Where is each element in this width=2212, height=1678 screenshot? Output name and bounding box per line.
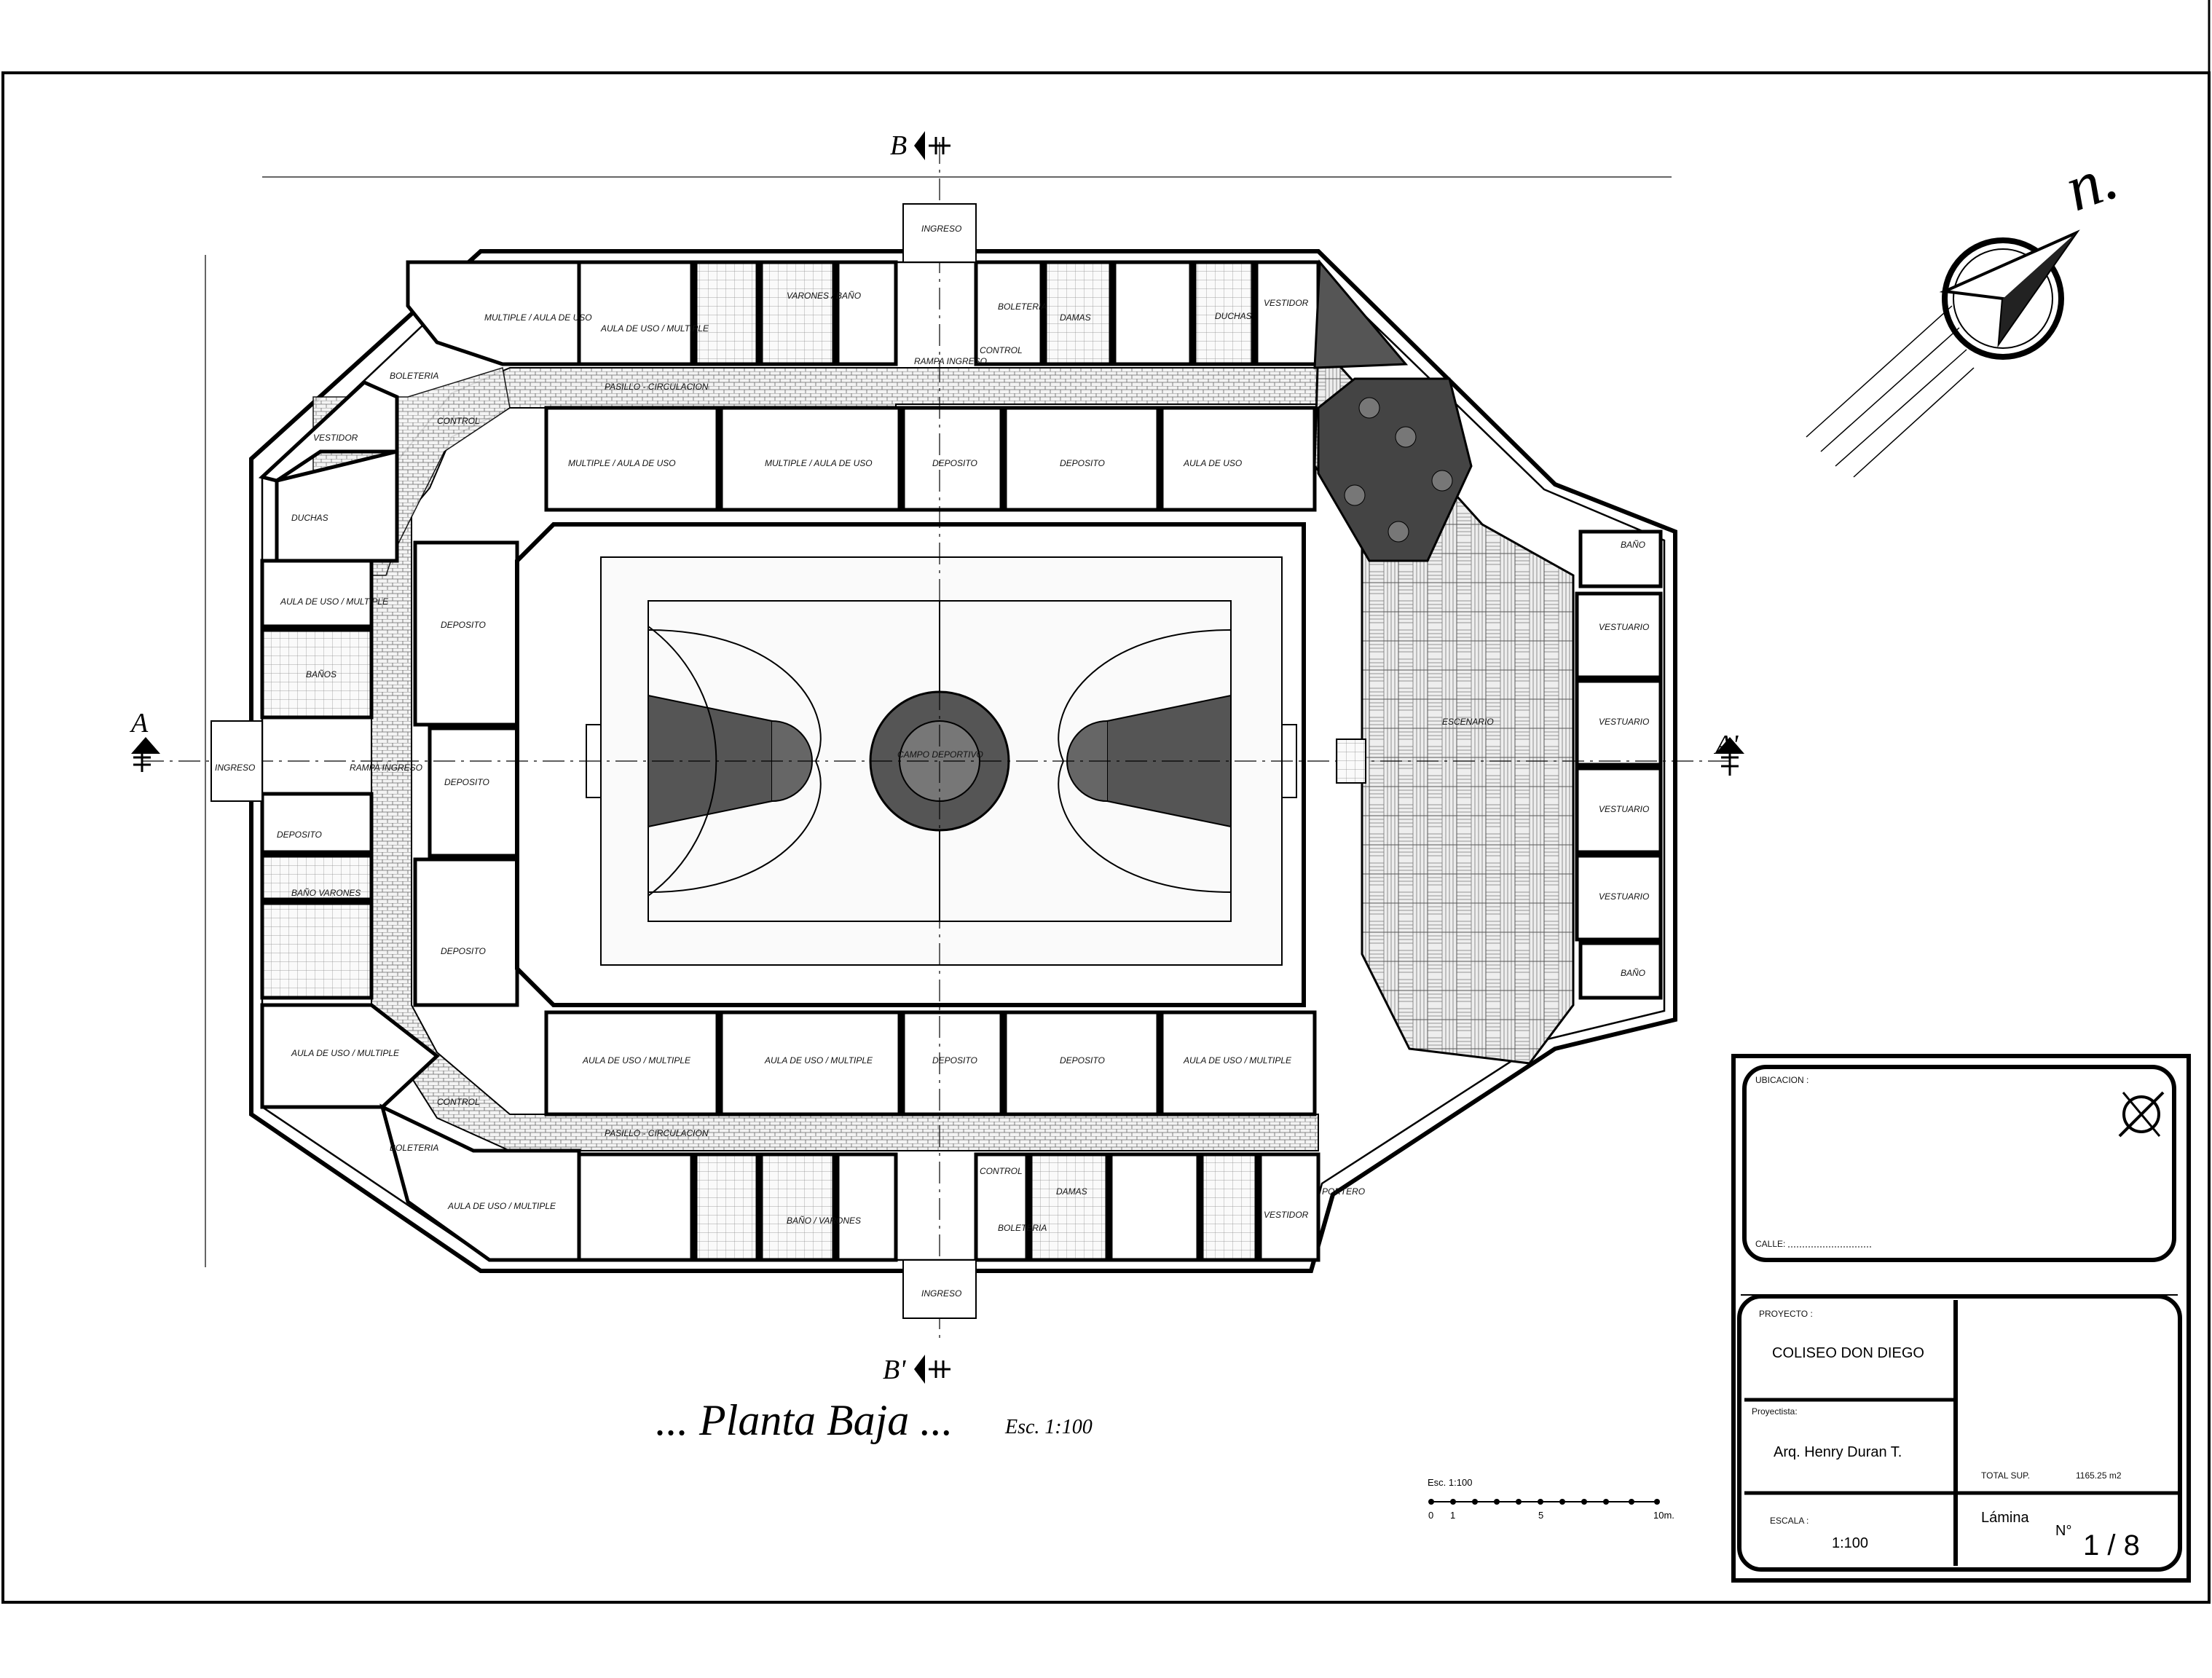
room-bano-e1: BAÑO [1621, 540, 1645, 550]
room-deposito-s1: DEPOSITO [932, 1055, 977, 1066]
entrance-blocks [210, 203, 1366, 1319]
room-portero: PORTERO [1322, 1186, 1365, 1197]
room-vestuario-1: VESTUARIO [1599, 622, 1649, 632]
room-duchas-w: DUCHAS [291, 513, 328, 523]
lamina-value: 1 / 8 [2083, 1529, 2140, 1561]
total-sup-value: 1165.25 m2 [2076, 1470, 2122, 1481]
room-ingreso-w: INGRESO [215, 763, 255, 773]
numero-label: N° [2055, 1523, 2071, 1539]
title-block: UBICACION : CALLE: PROYECTO : COLISEO DO… [1731, 1054, 2191, 1583]
proyectista-value: Arq. Henry Duran T. [1774, 1444, 1902, 1460]
scale-tick-1: 1 [1450, 1510, 1455, 1521]
room-bano-e2: BAÑO [1621, 968, 1645, 978]
room-damas-s: DAMAS [1056, 1186, 1087, 1197]
title-block-north-icon [2118, 1091, 2165, 1138]
proyecto-label: PROYECTO : [1759, 1309, 1813, 1319]
room-vestidor-ne: VESTIDOR [1264, 298, 1309, 308]
section-marker-a-prime [1715, 737, 1744, 776]
sports-court [515, 522, 1306, 1007]
corridor-label-n: PASILLO - CIRCULACION [605, 382, 709, 392]
room-aula-s3: AULA DE USO / MULTIPLE [1183, 1055, 1292, 1066]
total-sup-label: TOTAL SUP. [1981, 1470, 2030, 1481]
room-vestuario-2: VESTUARIO [1599, 717, 1649, 727]
section-lines [142, 142, 1730, 1340]
room-banos-s: BAÑO / VARONES [787, 1216, 861, 1226]
scale-tick-5: 5 [1538, 1510, 1543, 1521]
room-aula-s1: AULA DE USO / MULTIPLE [582, 1055, 691, 1066]
room-damas-n: DAMAS [1060, 312, 1091, 323]
sheet-border [1, 71, 2211, 1604]
room-deposito-w1: DEPOSITO [441, 620, 486, 630]
room-deposito-n1: DEPOSITO [932, 458, 977, 468]
ubicacion-label: UBICACION : [1755, 1075, 1808, 1085]
proyectista-label: Proyectista: [1752, 1406, 1798, 1417]
room-boleteria-nw: BOLETERIA [390, 371, 438, 381]
room-aula-w: AULA DE USO / MULTIPLE [280, 596, 389, 607]
court-label: CAMPO DEPORTIVO [897, 749, 983, 760]
room-deposito-w2: DEPOSITO [444, 777, 489, 787]
room-control-sw: CONTROL [437, 1097, 480, 1107]
room-aula-sw: AULA DE USO / MULTIPLE [291, 1048, 400, 1058]
scale-tick-0: 0 [1428, 1510, 1433, 1521]
room-control-n: CONTROL [980, 345, 1023, 355]
room-deposito-n2: DEPOSITO [1060, 458, 1105, 468]
section-label-b: B [890, 130, 907, 161]
room-ingreso-n: INGRESO [921, 224, 961, 234]
calle-label: CALLE: [1755, 1239, 1785, 1249]
garden-planter [1313, 259, 1473, 562]
room-deposito-w4: DEPOSITO [441, 946, 486, 956]
room-control-s: CONTROL [980, 1166, 1023, 1176]
room-vestidor-nw: VESTIDOR [313, 433, 358, 443]
room-duchas-ne: DUCHAS [1215, 311, 1252, 321]
section-marker-a [131, 737, 160, 772]
room-labels: MULTIPLE / AULA DE USO AULA DE USO / MUL… [215, 224, 1649, 1299]
room-ingreso-s: INGRESO [921, 1288, 961, 1299]
north-label: n. [2056, 141, 2127, 225]
room-aula-s2: AULA DE USO / MULTIPLE [764, 1055, 873, 1066]
room-boleteria-s: BOLETERIA [998, 1223, 1047, 1233]
room-aula-center-n: MULTIPLE / AULA DE USO [765, 458, 873, 468]
escala-value: 1:100 [1832, 1535, 1868, 1551]
room-vestuario-3: VESTUARIO [1599, 804, 1649, 814]
room-rampa-n: RAMPA INGRESO [914, 356, 987, 366]
room-vestuario-4: VESTUARIO [1599, 891, 1649, 902]
corridor-label-s: PASILLO - CIRCULACION [605, 1128, 709, 1138]
room-aula-sw2: AULA DE USO / MULTIPLE [447, 1201, 556, 1211]
room-boleteria-n: BOLETERIA [998, 302, 1047, 312]
room-multiple-ne: AULA DE USO [1183, 458, 1242, 468]
room-deposito-w3: DEPOSITO [277, 830, 322, 840]
room-multiple-1: MULTIPLE / AULA DE USO [484, 312, 592, 323]
section-label-a-prime: A' [1713, 730, 1739, 760]
scale-bar-label: Esc. 1:100 [1428, 1477, 1472, 1488]
drawing-title: ... Planta Baja ... [656, 1396, 953, 1444]
drawing-scale: Esc. 1:100 [1004, 1416, 1093, 1438]
room-control-nw: CONTROL [437, 416, 480, 426]
room-banos-w: BAÑOS [306, 669, 336, 680]
scale-tick-10: 10m. [1653, 1510, 1674, 1521]
proyecto-value: COLISEO DON DIEGO [1772, 1345, 1924, 1361]
scale-bar: Esc. 1:100 0 1 5 10m. [1428, 1477, 1674, 1521]
room-vestidor-se: VESTIDOR [1264, 1210, 1309, 1220]
lamina-label: Lámina [1981, 1510, 2029, 1526]
north-arrow-icon [1806, 229, 2080, 478]
room-aula-1: AULA DE USO / MULTIPLE [600, 323, 709, 334]
room-banos-w2: BAÑO VARONES [291, 888, 361, 898]
escala-label: ESCALA : [1770, 1516, 1808, 1526]
room-ring [258, 260, 1663, 1262]
section-label-a: A [129, 708, 149, 738]
section-label-b-prime: B' [883, 1355, 906, 1385]
room-boleteria-sw: BOLETERIA [390, 1143, 438, 1153]
section-marker-b-prime [914, 1355, 950, 1384]
room-deposito-s2: DEPOSITO [1060, 1055, 1105, 1066]
room-multiple-2: MULTIPLE / AULA DE USO [568, 458, 676, 468]
room-varones-n: VARONES / BAÑO [787, 291, 861, 301]
room-escenario: ESCENARIO [1442, 717, 1494, 727]
section-marker-b [914, 131, 950, 160]
room-rampa-w: RAMPA INGRESO [350, 763, 422, 773]
